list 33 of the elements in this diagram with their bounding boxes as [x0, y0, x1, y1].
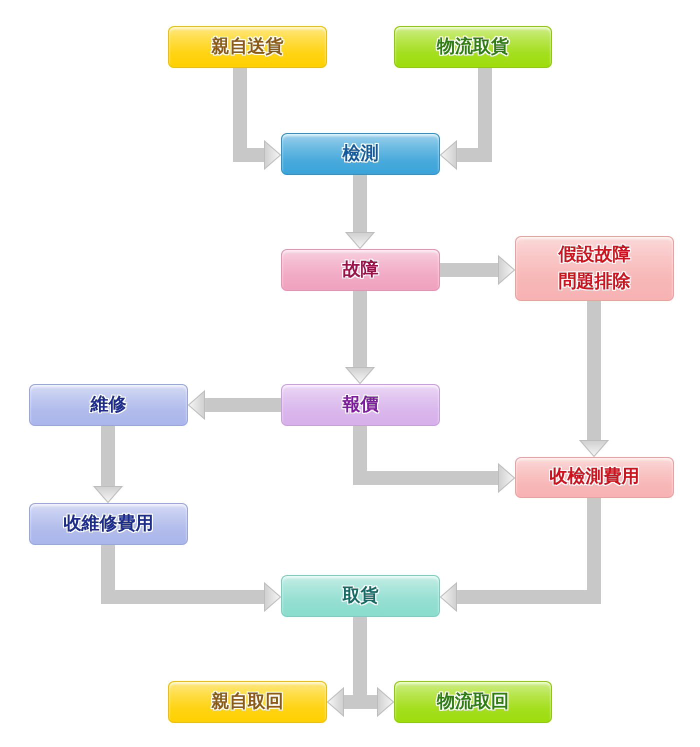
arrow	[94, 426, 122, 503]
process-box	[515, 457, 674, 498]
node-label: 假設故障問題排除	[557, 243, 632, 294]
arrow	[346, 291, 374, 384]
node-label: 收檢測費用	[550, 465, 640, 490]
process-box	[281, 384, 440, 426]
process-box	[281, 133, 440, 175]
process-box	[281, 575, 440, 617]
arrow	[580, 301, 608, 457]
arrow	[233, 68, 281, 170]
process-box	[168, 26, 327, 68]
arrow	[440, 256, 515, 284]
node-label: 故障	[342, 258, 378, 282]
process-box	[515, 236, 674, 301]
arrow	[440, 68, 492, 170]
arrow	[188, 390, 281, 420]
process-box	[394, 681, 552, 723]
node-label: 取貨	[342, 584, 378, 608]
node-label: 物流取貨	[437, 34, 509, 59]
node-label: 維修	[90, 392, 126, 417]
node-label: 物流取回	[437, 690, 509, 714]
node-label: 收維修費用	[64, 512, 154, 536]
arrow	[440, 498, 601, 612]
node-label: 親自送貨	[212, 34, 284, 59]
process-box	[394, 26, 552, 68]
process-box	[29, 503, 188, 545]
process-box	[281, 249, 440, 291]
process-box	[168, 681, 327, 723]
node-label: 報價	[342, 392, 378, 417]
process-box	[29, 384, 188, 426]
node-label: 親自取回	[212, 690, 284, 714]
arrow	[346, 175, 374, 249]
node-label: 檢測	[342, 142, 378, 166]
